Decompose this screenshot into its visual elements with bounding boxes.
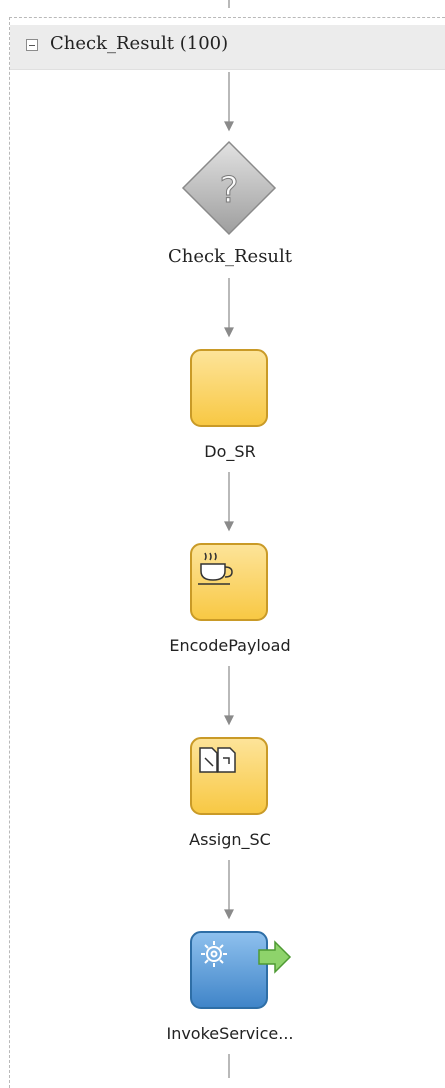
switch-node[interactable]: ? (181, 140, 277, 240)
node-label-invoke-service: InvokeService... (166, 1024, 294, 1043)
gear-icon (201, 941, 227, 967)
scope-title: Check_Result (100) (50, 33, 229, 54)
node-label-check-result: Check_Result (167, 246, 293, 267)
scope-border (9, 17, 445, 1088)
collapse-toggle-icon[interactable] (26, 39, 38, 51)
node-label-do-sr: Do_SR (204, 442, 256, 461)
sequence-node[interactable] (189, 348, 269, 432)
assign-icon (199, 747, 236, 773)
node-label-encode-payload: EncodePayload (169, 636, 291, 655)
node-label-assign-sc: Assign_SC (189, 830, 271, 849)
svg-text:?: ? (219, 170, 238, 211)
java-embedding-node[interactable] (189, 542, 269, 626)
scope-header[interactable]: Check_Result (100) (10, 25, 445, 70)
assign-node[interactable] (189, 736, 269, 820)
coffee-cup-icon (198, 552, 233, 585)
invoke-node[interactable] (189, 930, 299, 1014)
outbound-arrow-icon (258, 940, 292, 974)
question-mark-icon: ? (181, 140, 277, 236)
